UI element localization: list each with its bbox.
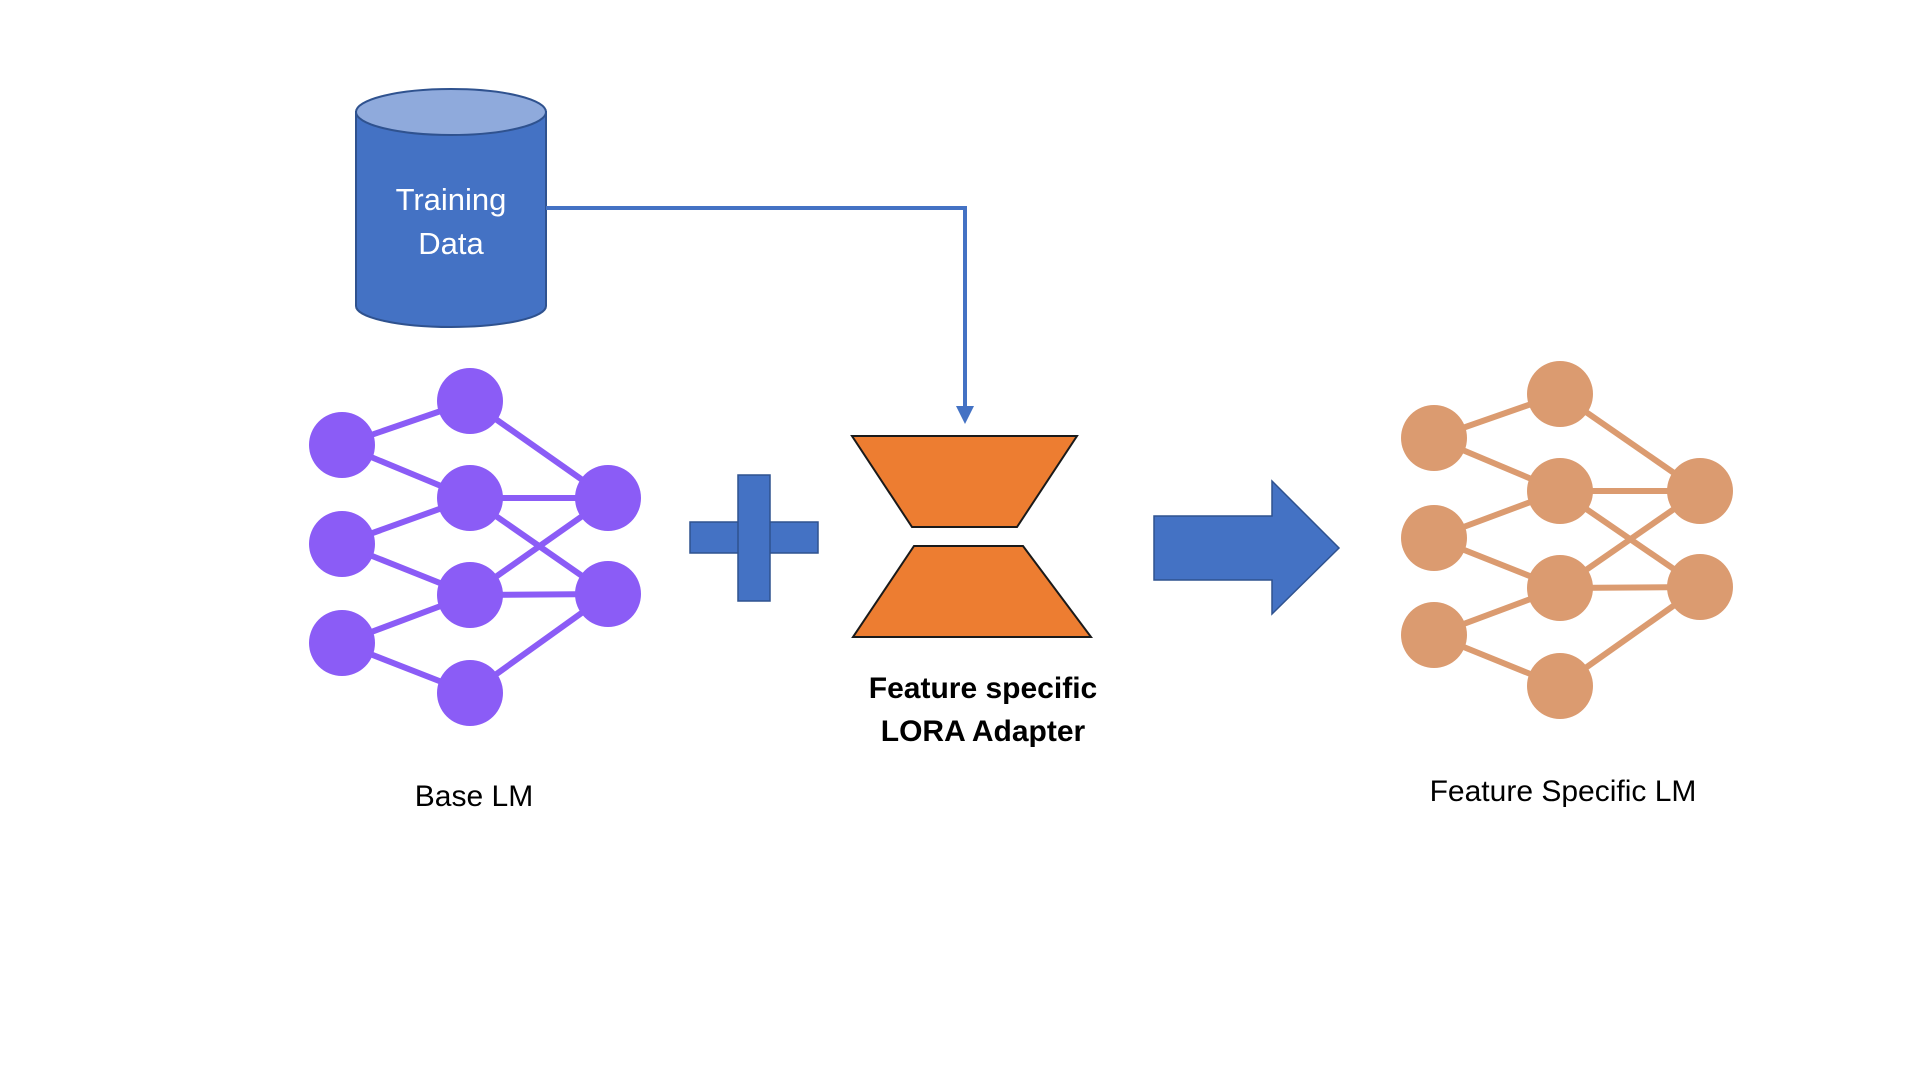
node: [575, 465, 641, 531]
node: [309, 511, 375, 577]
node: [1667, 554, 1733, 620]
node: [1527, 653, 1593, 719]
node: [437, 660, 503, 726]
node: [1667, 458, 1733, 524]
adapter-top-trapezoid: [850, 435, 1079, 528]
node: [1527, 361, 1593, 427]
feature-lm-network: [1401, 361, 1733, 719]
training-data-cylinder: Training Data: [355, 88, 547, 328]
base-lm-network: [309, 368, 641, 726]
connector-arrowhead: [956, 406, 974, 424]
cylinder-top: [355, 88, 547, 136]
plus-vertical: [737, 474, 771, 602]
connector-line: [546, 206, 967, 410]
node: [437, 562, 503, 628]
training-connector: [546, 206, 974, 424]
node: [309, 610, 375, 676]
node: [437, 368, 503, 434]
node: [309, 412, 375, 478]
cylinder-body: [355, 111, 547, 328]
lora-adapter-icon: [850, 435, 1093, 638]
training-data-line1: Training: [396, 182, 507, 217]
adapter-bottom-trapezoid: [851, 545, 1093, 638]
training-data-line2: Data: [418, 226, 484, 261]
node: [437, 465, 503, 531]
node: [1401, 405, 1467, 471]
adapter-label-line1: Feature specific: [869, 672, 1097, 705]
node: [575, 561, 641, 627]
node: [1527, 458, 1593, 524]
node: [1527, 555, 1593, 621]
adapter-label-line2: LORA Adapter: [881, 715, 1086, 748]
node: [1401, 602, 1467, 668]
plus-icon: [689, 474, 819, 602]
node: [1401, 505, 1467, 571]
feature-lm-label: Feature Specific LM: [1430, 775, 1697, 808]
base-lm-label: Base LM: [415, 780, 533, 813]
right-arrow-icon: [1153, 479, 1341, 616]
